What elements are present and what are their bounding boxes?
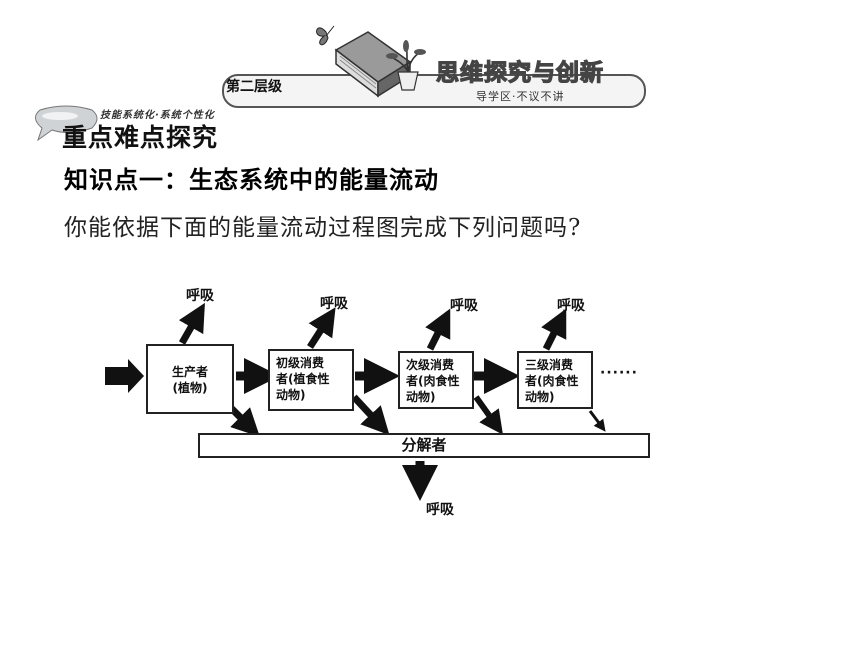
respiration-arrow-2 — [307, 307, 336, 349]
speech-bubble-icon — [35, 105, 98, 142]
decomp-arrow-3 — [473, 395, 503, 435]
banner-frame — [222, 74, 646, 108]
primary-line2: 者(植食性 — [276, 372, 330, 386]
tertiary-consumer-box: 三级消费 者(肉食性 动物) — [517, 351, 593, 409]
producer-line2: (植物) — [172, 381, 208, 395]
producer-line1: 生产者 — [171, 365, 208, 379]
decomposer-box: 分解者 — [198, 433, 650, 458]
knowledge-point-heading: 知识点一：生态系统中的能量流动 — [64, 166, 439, 194]
respiration-label: 呼吸 — [320, 296, 348, 312]
continuation-dots: ······ — [600, 365, 638, 381]
secondary-line1: 次级消费 — [406, 358, 455, 372]
tertiary-line2: 者(肉食性 — [525, 374, 579, 388]
decomp-arrow-2 — [351, 394, 390, 436]
decomp-arrow-4 — [588, 410, 606, 432]
energy-input-arrow — [105, 359, 144, 393]
secondary-line2: 者(肉食性 — [406, 374, 460, 388]
tertiary-line1: 三级消费 — [525, 358, 574, 372]
respiration-label: 呼吸 — [426, 502, 454, 518]
section-subtitle: 技能系统化·系统个性化 — [100, 110, 215, 121]
respiration-label: 呼吸 — [557, 298, 585, 314]
primary-line1: 初级消费 — [276, 356, 325, 370]
primary-consumer-box: 初级消费 者(植食性 动物) — [268, 349, 354, 411]
flow-arrows — [105, 302, 606, 501]
secondary-line3: 动物) — [406, 390, 436, 404]
producer-box: 生产者 (植物) — [146, 344, 234, 414]
energy-flow-diagram: 呼吸 呼吸 呼吸 呼吸 呼吸 生产者 (植物) 初级消费 者(植食性 动物) 次… — [100, 275, 670, 525]
respiration-label: 呼吸 — [186, 288, 214, 304]
banner-title: 思维探究与创新 — [435, 59, 604, 86]
respiration-arrow-1 — [178, 302, 205, 345]
tertiary-line3: 动物) — [525, 390, 555, 404]
primary-line3: 动物) — [276, 388, 306, 402]
section-title: 重点难点探究 — [62, 123, 219, 152]
level-tag: 第二层级 — [226, 79, 282, 95]
respiration-arrow-4 — [541, 308, 567, 351]
question-text: 你能依据下面的能量流动过程图完成下列问题吗? — [64, 215, 582, 241]
respiration-arrow-3 — [425, 308, 451, 351]
secondary-consumer-box: 次级消费 者(肉食性 动物) — [398, 351, 474, 409]
respiration-label: 呼吸 — [450, 298, 478, 314]
book-illustration-icon — [316, 25, 426, 98]
banner-subtitle: 导学区·不议不讲 — [476, 90, 565, 103]
header-banner: 第二层级 思维探究与创新 导学区·不议不讲 — [218, 10, 648, 108]
